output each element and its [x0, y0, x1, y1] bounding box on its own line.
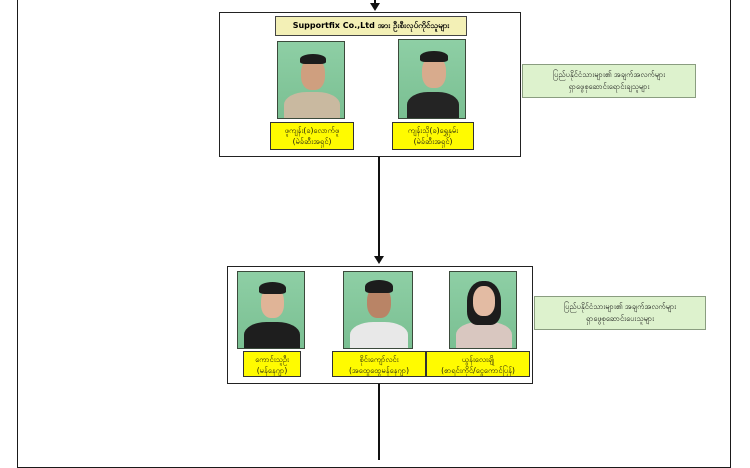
top-group-title: Supportfix Co.,Ltd အား ဦးစီးလုပ်ကိုင်သူမ…: [275, 16, 467, 36]
person-role: (မန်နေဂျာ): [256, 366, 288, 375]
person-role: (အထွေထွေမန်နေဂျာ): [348, 366, 410, 375]
note-line: ပြည်ပနိုင်ငံသားများ၏ အချက်အလက်များ: [563, 302, 677, 311]
shirt-shape: [456, 322, 512, 348]
incoming-connector: [374, 0, 376, 4]
person-name-tag-3: ကောင်းသူဦး (မန်နေဂျာ): [243, 351, 301, 377]
person-photo-4: [343, 271, 413, 349]
person-name: စိုင်းကျော်လင်း: [359, 355, 399, 364]
person-role: (မဲခ်ဆီးအရှင်): [292, 137, 332, 146]
note-line: ပြည်ပနိုင်ငံသားများ၏ အချက်အလက်များ: [552, 70, 666, 79]
person-name-tag-5: ယွန်းလေးချို (စာရင်းကိုင်/ငွေကောင်ပြန်): [426, 351, 530, 377]
hair-shape: [300, 54, 326, 64]
top-group-box: Supportfix Co.,Ltd အား ဦးစီးလုပ်ကိုင်သူမ…: [219, 12, 521, 157]
person-name: ကျန်းသို(ခ)ရွှေနှမ်း: [407, 126, 459, 135]
hair-shape: [365, 280, 393, 293]
person-name-tag-4: စိုင်းကျော်လင်း (အထွေထွေမန်နေဂျာ): [332, 351, 426, 377]
group-connector-arrowhead: [374, 256, 384, 264]
note-line: ရှာဖွေစုဆောင်းရောင်းချသူများ: [568, 82, 650, 91]
person-name: ယွန်းလေးချို: [461, 355, 495, 364]
person-photo-3: [237, 271, 305, 349]
person-photo-5: [449, 271, 517, 349]
shirt-shape: [350, 322, 408, 348]
person-role: (စာရင်းကိုင်/ငွေကောင်ပြန်): [441, 366, 515, 375]
person-name: ကောင်းသူဦး: [255, 355, 289, 364]
shirt-shape: [284, 92, 340, 118]
incoming-arrowhead: [370, 3, 380, 11]
hair-shape: [259, 282, 286, 294]
note-line: ရှာဖွေစုဆောင်းပေးသူများ: [585, 314, 655, 323]
shirt-shape: [407, 92, 459, 118]
person-name-tag-1: ဖူကျန်း(ခ)လောက်ဖူ (မဲခ်ဆီးအရှင်): [270, 122, 354, 150]
outgoing-connector: [378, 384, 380, 460]
face-shape: [473, 286, 495, 316]
group-connector: [378, 157, 380, 257]
face-shape: [261, 287, 284, 318]
bottom-group-note: ပြည်ပနိုင်ငံသားများ၏ အချက်အလက်များ ရှာဖွ…: [534, 296, 706, 330]
person-role: (မဲခ်ဆီးအရှင်): [413, 137, 453, 146]
shirt-shape: [244, 322, 300, 348]
person-name-tag-2: ကျန်းသို(ခ)ရွှေနှမ်း (မဲခ်ဆီးအရှင်): [392, 122, 474, 150]
person-photo-1: [277, 41, 345, 119]
person-photo-2: [398, 39, 466, 119]
top-group-note: ပြည်ပနိုင်ငံသားများ၏ အချက်အလက်များ ရှာဖွ…: [522, 64, 696, 98]
bottom-group-box: ကောင်းသူဦး (မန်နေဂျာ) စိုင်းကျော်လင်း (အ…: [227, 266, 533, 384]
hair-shape: [420, 51, 448, 62]
person-name: ဖူကျန်း(ခ)လောက်ဖူ: [284, 126, 340, 135]
